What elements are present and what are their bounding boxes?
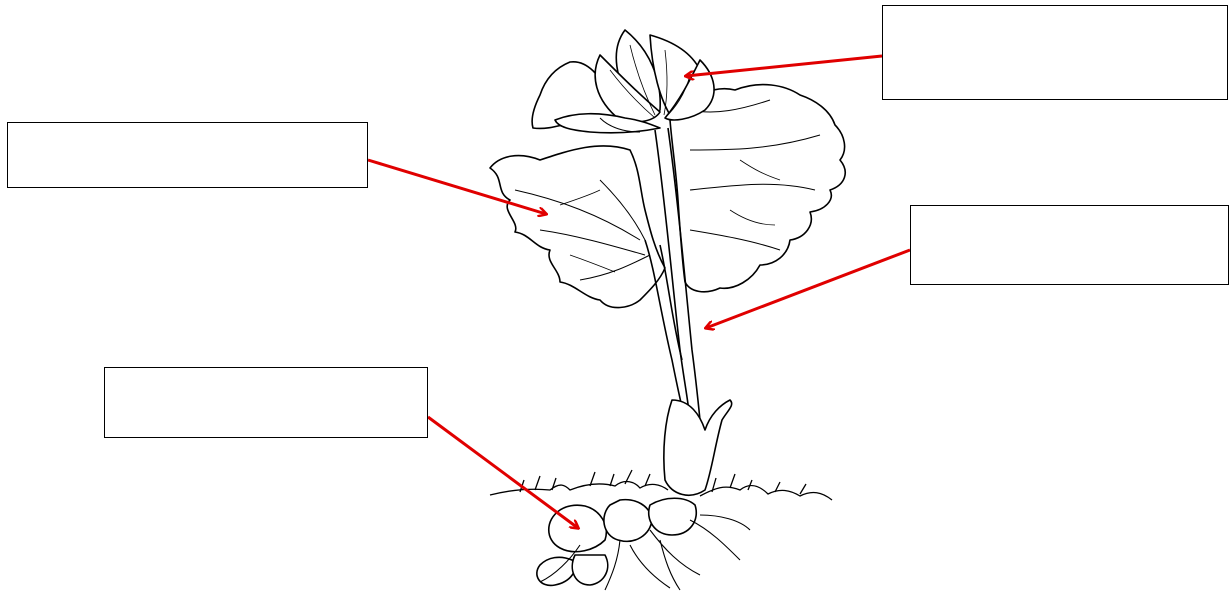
roots	[536, 497, 697, 587]
label-box-leaf[interactable]	[7, 122, 368, 188]
stem-sheath	[663, 399, 733, 496]
arrow-to-leaf	[367, 158, 546, 214]
arrow-to-flower	[686, 54, 883, 76]
label-box-flower[interactable]	[882, 5, 1228, 100]
stem	[644, 127, 701, 421]
leaf-left	[489, 145, 666, 309]
label-box-root[interactable]	[104, 367, 428, 438]
root-hairs	[539, 514, 751, 591]
arrow-to-root	[427, 415, 578, 528]
arrow-to-stem	[706, 248, 911, 328]
label-arrows	[367, 54, 911, 528]
label-box-stem[interactable]	[910, 205, 1229, 285]
grass	[489, 469, 833, 501]
